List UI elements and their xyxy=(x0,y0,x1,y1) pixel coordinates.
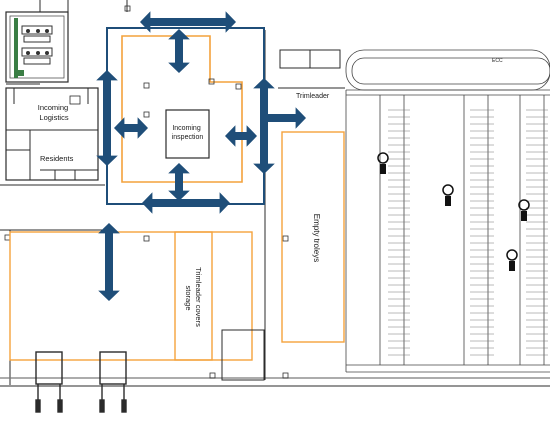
flow-arrow-bottom-vertical xyxy=(168,163,190,201)
storage-area-outline xyxy=(9,231,253,361)
flow-arrow-bottom-horizontal xyxy=(142,192,230,214)
entrance-posts xyxy=(35,351,127,413)
trimleader-covers-storage-label: Trimleader covers storage xyxy=(184,267,203,329)
trimleader-covers-storage-zone xyxy=(174,231,213,361)
flow-arrow-top-horizontal xyxy=(140,11,236,33)
operator-icon xyxy=(377,152,389,174)
flow-arrow-storage-vertical xyxy=(98,223,120,301)
operator-icon xyxy=(518,199,530,221)
flow-arrows xyxy=(96,11,306,301)
empty-troleys-label: Empty troleys xyxy=(312,214,321,262)
assembly-lanes xyxy=(377,95,548,365)
inspection-station xyxy=(165,109,210,159)
flow-arrow-inspection-right xyxy=(225,125,257,147)
office-block xyxy=(5,87,99,181)
machine-icon xyxy=(21,25,53,43)
operator-icon xyxy=(506,249,518,271)
machine-icon xyxy=(21,47,53,65)
flow-arrow-to-trimleader xyxy=(266,107,306,129)
line-tag: ECC xyxy=(492,58,503,64)
operator-icon xyxy=(442,184,454,206)
inspection-zone-outline xyxy=(121,35,243,183)
loading-dock xyxy=(221,329,265,381)
incoming-inspection-label: Incoming inspection xyxy=(172,125,204,141)
flow-arrow-inspection-left xyxy=(114,117,148,139)
trimleader-label: Trimleader xyxy=(296,93,330,100)
flow-arrow-left-vertical xyxy=(96,70,118,166)
flow-arrow-top-vertical xyxy=(168,29,190,73)
assembly-line-area xyxy=(345,49,550,373)
machine-room xyxy=(5,0,69,85)
residents-label: Residents xyxy=(40,154,74,163)
flow-arrow-right-vertical xyxy=(253,78,275,174)
empty-troleys-zone xyxy=(281,131,345,343)
incoming-logistics-label: Incoming Logistics xyxy=(38,103,71,122)
column-markers xyxy=(4,5,289,379)
